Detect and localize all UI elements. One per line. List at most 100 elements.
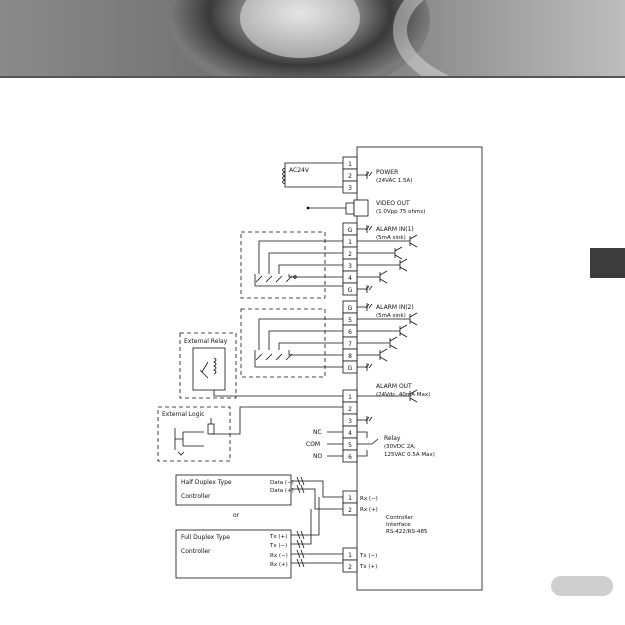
video-label: VIDEO OUT bbox=[376, 200, 410, 207]
full-duplex-title: Full Duplex Type bbox=[181, 534, 230, 541]
svg-text:2: 2 bbox=[348, 564, 352, 571]
svg-text:G: G bbox=[348, 305, 353, 312]
relay-spec-2: 125VAC 0.5A Max) bbox=[384, 452, 435, 458]
svg-text:Tx (+): Tx (+) bbox=[359, 564, 377, 570]
alarm-out-spec: (24Vdc, 40mA Max) bbox=[376, 392, 430, 398]
switch-contacts-icon bbox=[255, 353, 293, 361]
pin-label: 1 bbox=[348, 161, 352, 168]
svg-text:1: 1 bbox=[348, 495, 352, 502]
svg-text:2: 2 bbox=[348, 251, 352, 258]
svg-text:Tx (−): Tx (−) bbox=[269, 543, 287, 549]
svg-text:3: 3 bbox=[348, 418, 352, 425]
half-duplex-signal: Data (−) bbox=[270, 480, 294, 486]
switch-contacts-icon bbox=[255, 275, 293, 283]
controller-interface-line2: Interface bbox=[386, 522, 411, 528]
transistor-icon bbox=[357, 234, 418, 248]
section-tab bbox=[590, 248, 625, 278]
half-duplex-subtitle: Controller bbox=[181, 493, 211, 500]
svg-text:Rx (−): Rx (−) bbox=[270, 553, 288, 559]
relay-nc-label: NC bbox=[313, 429, 322, 436]
lens-banner-image bbox=[0, 0, 625, 78]
full-duplex-subtitle: Controller bbox=[181, 548, 211, 555]
video-section: VIDEO OUT (1.0Vpp 75 ohms) bbox=[306, 199, 425, 217]
relay-coil-icon bbox=[199, 357, 217, 379]
transistor-icon bbox=[357, 258, 408, 272]
relay-switch-icon bbox=[357, 431, 379, 457]
alarm-switch-group-2 bbox=[240, 308, 326, 378]
controller-interface-line3: RS-422/RS-485 bbox=[386, 529, 428, 535]
alarm-in-2-section: G 5 6 7 8 G ALARM IN(2) (5mA sink) bbox=[240, 300, 418, 378]
ground-icon bbox=[357, 303, 373, 311]
power-label: POWER bbox=[376, 169, 398, 176]
relay-com-label: COM bbox=[306, 441, 320, 448]
svg-text:2: 2 bbox=[348, 406, 352, 413]
external-relay-label: External Relay bbox=[184, 338, 228, 345]
svg-text:Rx (+): Rx (+) bbox=[360, 507, 378, 513]
svg-text:6: 6 bbox=[348, 329, 352, 336]
power-source-label: AC24V bbox=[289, 167, 310, 174]
svg-text:Rx (−): Rx (−) bbox=[360, 496, 378, 502]
external-relay-section: External Relay bbox=[179, 332, 343, 399]
or-text: or bbox=[233, 512, 240, 519]
controller-interface-line1: Controller bbox=[386, 515, 414, 521]
transistor-icon bbox=[357, 270, 388, 284]
ground-icon bbox=[357, 285, 373, 293]
resistor-icon bbox=[207, 423, 215, 435]
svg-text:6: 6 bbox=[348, 454, 352, 461]
alarm-in-2-spec: (5mA sink) bbox=[376, 313, 406, 319]
svg-text:5: 5 bbox=[348, 442, 352, 449]
svg-text:Tx (+): Tx (+) bbox=[269, 534, 287, 540]
pin-label: 3 bbox=[348, 185, 352, 192]
svg-text:7: 7 bbox=[348, 341, 352, 348]
ground-icon bbox=[357, 225, 373, 233]
alarm-out-section: 1 2 3 ALARM OUT (24Vdc, 40mA Max) bbox=[342, 383, 430, 427]
svg-text:Tx (−): Tx (−) bbox=[359, 553, 377, 559]
alarm-in-1-section: G 1 2 3 4 G ALARM IN(1) (5mA sink) bbox=[240, 222, 418, 299]
alarm-switch-group-1 bbox=[240, 231, 326, 299]
relay-label: Relay bbox=[384, 435, 401, 442]
transistor-icon bbox=[357, 324, 408, 338]
alarm-out-label: ALARM OUT bbox=[376, 383, 412, 390]
svg-text:1: 1 bbox=[348, 552, 352, 559]
svg-text:8: 8 bbox=[348, 353, 352, 360]
half-duplex-title: Half Duplex Type bbox=[181, 479, 232, 486]
alarm-in-1-spec: (5mA sink) bbox=[376, 235, 406, 241]
pin-label: 2 bbox=[348, 173, 352, 180]
controller-tx-section: 1 2 Tx (−) Tx (+) bbox=[342, 547, 377, 573]
svg-text:3: 3 bbox=[348, 263, 352, 270]
svg-text:G: G bbox=[348, 287, 353, 294]
cable-break-icon bbox=[296, 530, 305, 568]
transistor-icon bbox=[357, 348, 388, 362]
power-spec: (24VAC 1.5A) bbox=[376, 178, 412, 184]
ground-icon bbox=[357, 171, 373, 179]
video-spec: (1.0Vpp 75 ohms) bbox=[376, 209, 425, 215]
svg-text:1: 1 bbox=[348, 239, 352, 246]
transistor-icon bbox=[357, 389, 418, 403]
relay-no-label: NO bbox=[313, 453, 322, 460]
transistor-icon bbox=[357, 312, 418, 326]
external-logic-label: External Logic bbox=[162, 411, 204, 418]
relay-section: 4 5 6 NC COM NO Relay (30VDC 2A, 125VAC … bbox=[306, 425, 435, 463]
svg-text:4: 4 bbox=[348, 430, 352, 437]
logic-gate-icon bbox=[174, 428, 190, 450]
svg-text:G: G bbox=[348, 227, 353, 234]
header-banner bbox=[0, 0, 625, 78]
page-number-pill bbox=[551, 576, 613, 596]
power-section: 1 2 3 AC24V POWER (24VAC 1.5A) bbox=[282, 156, 412, 194]
svg-text:1: 1 bbox=[348, 394, 352, 401]
external-logic-section: External Logic bbox=[157, 406, 343, 462]
svg-text:5: 5 bbox=[348, 317, 352, 324]
svg-text:G: G bbox=[348, 365, 353, 372]
svg-text:4: 4 bbox=[348, 275, 352, 282]
ground-icon bbox=[357, 363, 373, 371]
transformer-coil-icon bbox=[282, 167, 287, 185]
half-duplex-controller: Half Duplex Type Controller Data (−) Dat… bbox=[175, 474, 343, 510]
alarm-in-2-label: ALARM IN(2) bbox=[376, 304, 414, 311]
controller-rx-section: 1 2 Rx (−) Rx (+) Controller Interface R… bbox=[342, 490, 428, 535]
full-duplex-controller: Full Duplex Type Controller Tx (+) Tx (−… bbox=[175, 497, 343, 579]
half-duplex-signal: Data (+) bbox=[270, 488, 294, 494]
svg-text:Rx (+): Rx (+) bbox=[270, 562, 288, 568]
transistor-icon bbox=[357, 246, 403, 260]
cable-break-icon bbox=[296, 476, 305, 494]
